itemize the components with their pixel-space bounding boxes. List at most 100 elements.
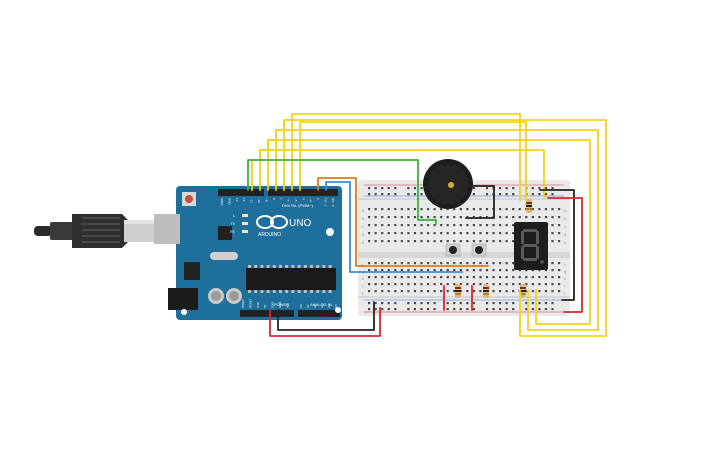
wire-orange[interactable] [317,177,489,267]
segment [521,246,524,259]
pin-label: A2 [313,304,317,308]
pin-label: GND [278,302,282,308]
header-power [240,310,294,317]
pin-label: 2 [316,198,320,200]
power-jack [168,288,198,310]
row-letter: c [362,224,364,229]
status-led [242,230,248,233]
wire-yellow[interactable] [267,139,591,325]
atmega-chip [246,268,336,290]
wire-black[interactable] [461,185,495,219]
seven-segment-display[interactable] [514,222,548,270]
display-digit [521,229,539,261]
pin-label: IOREF [241,299,245,308]
pin-label: A4 [327,304,331,308]
status-led [242,222,248,225]
arduino-logo-icon [256,215,288,229]
pin-label: A1 [306,304,310,308]
mount-hole-icon [326,228,334,236]
led-label: L [233,214,235,218]
push-button[interactable] [445,243,461,257]
piezo-buzzer[interactable] [423,159,473,209]
row-letter: f [362,262,364,267]
row-letter: i [362,283,363,288]
resistor [520,284,526,298]
header-top-left [218,189,264,196]
wire-red[interactable] [547,197,583,313]
pin-label: TX→1 [324,198,328,207]
header-analog [298,310,340,317]
reset-button[interactable] [185,195,193,203]
row-letter: h [564,276,566,281]
row-letter: a [362,208,365,213]
digital-header-label: DIGITAL (PWM~) [282,203,314,208]
usb-chip [218,226,232,240]
led-label: TX [231,222,236,226]
resistor [526,199,532,213]
wire-black[interactable] [277,301,375,331]
row-letter: d [564,232,566,237]
wire-red[interactable] [269,307,381,337]
wire-black[interactable] [539,189,575,301]
resistor [455,284,461,298]
row-letter: e [362,240,365,245]
row-letter: b [564,216,567,221]
analog-header-label: ANALOG IN [310,302,332,307]
pin-label: ~9 [264,198,268,202]
arduino-body [176,186,342,320]
pin-label: 8 [272,198,276,200]
row-letter: d [362,232,364,237]
pin-label: 13 [235,198,239,202]
pin-label: ~10 [257,198,261,203]
segment [536,231,539,244]
status-led [242,214,248,217]
pin-label: GND [271,302,275,308]
pin-label: GND [227,198,231,206]
wire-green[interactable] [247,159,437,225]
usb-port [154,214,180,244]
pin-label: 3.3V [256,302,260,308]
usb-cable[interactable] [34,214,156,248]
row-letter: j [361,290,363,295]
segment [536,246,539,259]
wire-yellow[interactable] [275,129,599,331]
pin-label: RX←0 [331,198,335,207]
row-letter: e [564,240,567,245]
pin-label: ~5 [294,198,298,202]
pin-label: 12 [242,198,246,202]
row-letter: a [564,208,567,213]
board-brand: ARDUINO [258,232,281,238]
segment [523,258,537,261]
led-label: RX [230,230,236,234]
pin-label: A3 [320,304,324,308]
arduino-board[interactable]: L TX RX UNO ARDUINO DIGITAL (PWM~) POWER A… [154,186,342,320]
wire-yellow[interactable] [299,121,527,201]
crystal-icon [210,252,238,260]
pin-label: A5 [334,304,338,308]
mount-hole-icon [181,309,187,315]
segment [523,229,537,232]
push-button[interactable] [471,243,487,257]
resistor [483,284,489,298]
wire-yellow[interactable] [283,119,607,337]
pin-label: Vin [285,304,289,308]
pin-label: A0 [299,304,303,308]
pin-label: 7 [279,198,283,200]
wire-yellow[interactable] [259,149,545,199]
pin-label: RESET [248,298,252,308]
regulator-icon [184,262,200,280]
row-letter: f [564,262,566,267]
segment [523,244,537,247]
header-top-right [268,189,338,196]
breadboard-body [358,180,570,316]
pin-label: ~3 [309,198,313,202]
board-model: UNO [289,218,311,229]
segment [521,231,524,244]
pin-label: ~6 [287,198,291,202]
wire-blue[interactable] [325,181,463,273]
row-letter: j [563,290,565,295]
power-header-label: POWER [274,302,289,307]
row-letter: b [362,216,365,221]
